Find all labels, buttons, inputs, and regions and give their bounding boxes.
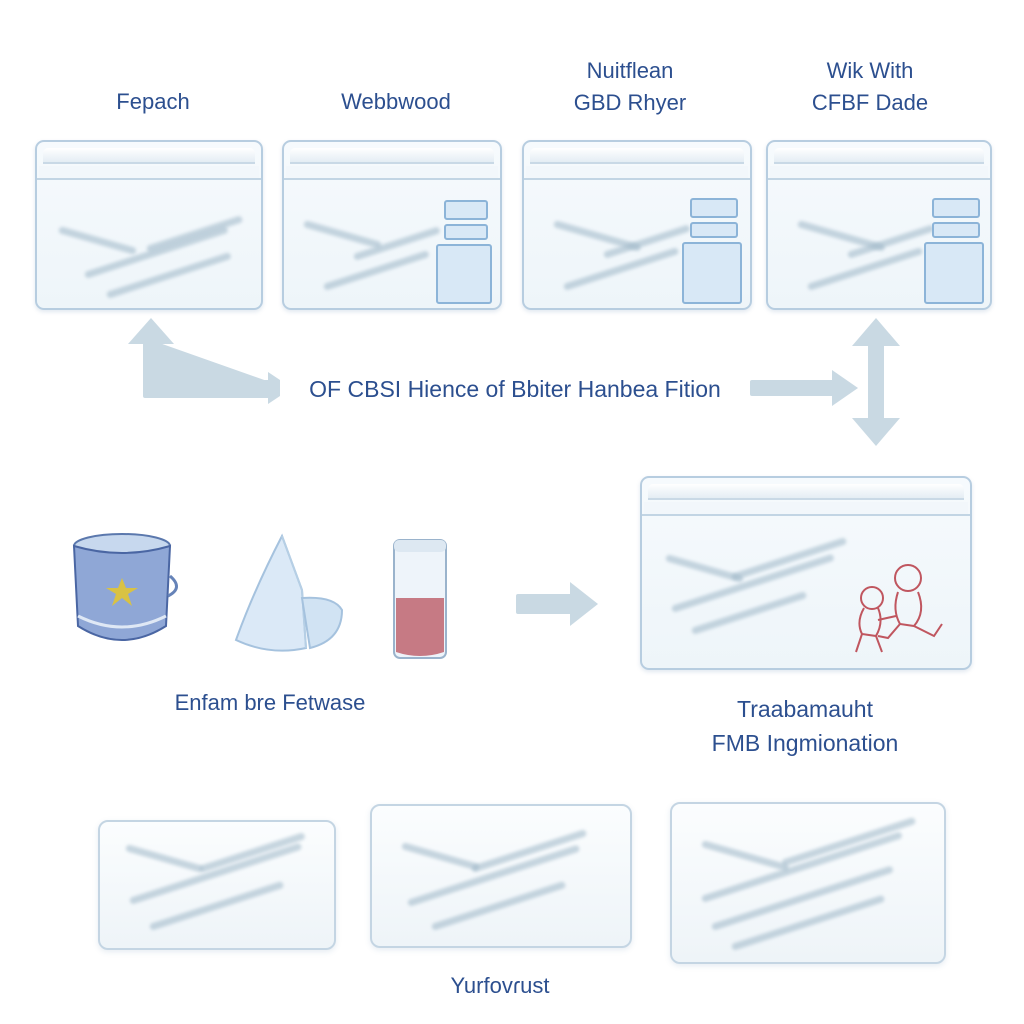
connector-label: OF CBSI Hience of Bbiter Hanbea Fition: [280, 373, 750, 405]
top-label-2: Webbwood: [296, 86, 496, 118]
bottom-panel-2: [370, 804, 632, 948]
panel-titlebar: [530, 148, 744, 164]
panel-divider: [768, 178, 990, 180]
blur-stroke: [700, 831, 903, 903]
bottom-label: Yurfovɾust: [450, 973, 550, 998]
side-widget-small: [932, 198, 980, 218]
blur-stroke: [125, 844, 204, 873]
top-label-1-line-1: Fepach: [116, 89, 190, 114]
blur-stroke: [730, 894, 886, 951]
panel-titlebar: [774, 148, 984, 164]
right-panel-label-line-2: FMB Ingmionation: [711, 730, 899, 756]
panel-band: [644, 502, 968, 514]
panel-band: [770, 166, 988, 178]
panel-titlebar: [290, 148, 494, 164]
top-label-3-line-2: GBD Rhyer: [573, 90, 687, 115]
vertical-arrow-head-down: [852, 418, 900, 446]
blur-stroke: [401, 842, 480, 871]
top-label-4: Wik With CFBF Dade: [770, 55, 970, 119]
bottom-panel-3: [670, 802, 946, 964]
panel-divider: [642, 514, 970, 516]
panel-divider: [37, 178, 261, 180]
right-panel: [640, 476, 972, 670]
bottom-panel-1: [98, 820, 336, 950]
tent-icon: [234, 533, 344, 652]
panel-divider: [284, 178, 500, 180]
side-widget-large: [436, 244, 492, 304]
glass-icon: [393, 539, 447, 659]
panel-band: [39, 166, 259, 178]
left-elbow-head-up: [128, 318, 174, 344]
side-widget-small: [444, 200, 488, 220]
side-widget-large: [924, 242, 984, 304]
panel-titlebar: [648, 484, 964, 500]
right-arrow-head: [832, 370, 858, 406]
top-label-1: Fepach: [60, 86, 246, 118]
blur-stroke: [701, 840, 790, 872]
top-label-3-line-1: Nuitflean: [586, 58, 674, 83]
blur-stroke: [780, 816, 917, 867]
left-elbow-horizontal: [143, 380, 273, 396]
middle-arrow-shaft: [516, 594, 576, 614]
top-label-4-line-2: CFBF Dade: [811, 90, 929, 115]
side-widget-small: [690, 222, 738, 238]
right-panel-label: Traabamauht FMB Ingmionation: [660, 692, 950, 760]
cup-icon: [72, 533, 178, 641]
right-arrow-shaft: [750, 380, 836, 396]
vertical-arrow-head-up: [852, 318, 900, 346]
top-label-2-line-1: Webbwood: [341, 89, 451, 114]
panel-band: [526, 166, 748, 178]
people-sketch-icon: [855, 564, 943, 653]
middle-arrow-head: [570, 582, 598, 626]
side-widget-small: [690, 198, 738, 218]
top-panel-4: [766, 140, 992, 310]
panel-divider: [524, 178, 750, 180]
right-panel-label-line-1: Traabamauht: [737, 696, 873, 722]
panel-band: [286, 166, 498, 178]
side-widget-large: [682, 242, 742, 304]
panel-titlebar: [43, 148, 255, 164]
top-panel-3: [522, 140, 752, 310]
top-panel-2: [282, 140, 502, 310]
top-label-4-line-1: Wik With: [826, 58, 914, 83]
left-group-label: Enfam bre Fetwase: [174, 690, 366, 715]
top-panel-1: [35, 140, 263, 310]
side-widget-small: [444, 224, 488, 240]
side-widget-small: [932, 222, 980, 238]
top-label-3: Nuitflean GBD Rhyer: [530, 55, 730, 119]
vertical-arrow-shaft: [868, 340, 884, 424]
